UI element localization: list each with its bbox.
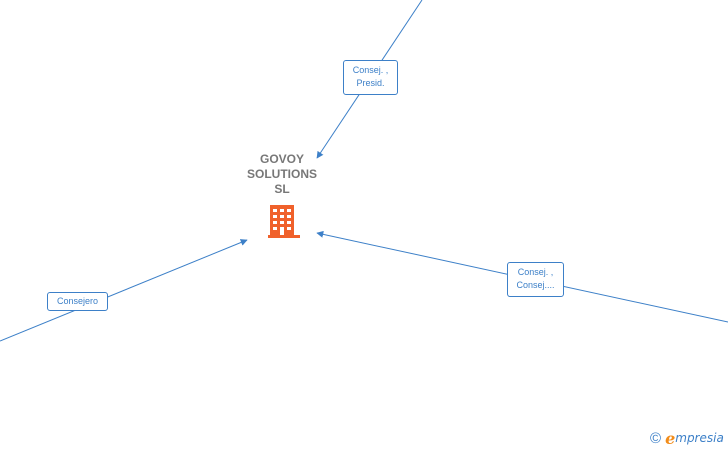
edge-label-top[interactable]: Consej. , Presid. [343, 60, 398, 95]
edge-label-right[interactable]: Consej. , Consej.... [507, 262, 564, 297]
copyright-icon: © [650, 429, 662, 447]
building-icon[interactable] [268, 204, 300, 238]
brand-logo-letter: e [665, 428, 676, 448]
edge-line-left [0, 239, 248, 342]
brand-logo-text: mpresia [675, 431, 724, 445]
company-name[interactable]: GOVOY SOLUTIONS SL [246, 152, 317, 196]
edge-label-left[interactable]: Consejero [47, 292, 108, 311]
empresia-watermark: © e mpresia [650, 428, 724, 448]
